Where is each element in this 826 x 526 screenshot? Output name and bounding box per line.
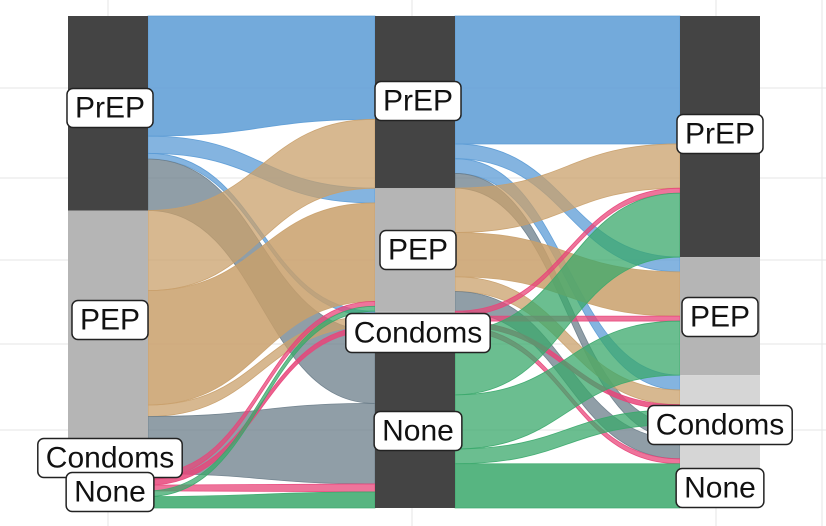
label-box — [675, 467, 765, 509]
label-box — [379, 229, 457, 271]
label-box — [65, 471, 155, 513]
label-text: None — [382, 415, 454, 448]
label-text: None — [684, 472, 756, 505]
label-text: PEP — [80, 304, 140, 337]
label-1-prep: PrEP — [374, 80, 462, 122]
label-box — [647, 404, 793, 446]
flow-bands — [147, 15, 681, 509]
label-text: Condoms — [656, 409, 784, 442]
flow-1-prep-to-prep — [454, 15, 681, 145]
label-1-condoms: Condoms — [345, 312, 491, 354]
label-box — [373, 410, 463, 452]
label-1-pep: PEP — [379, 229, 457, 271]
node-labels: PrEPPEPCondomsNonePrEPPEPCondomsNonePrEP… — [37, 80, 793, 513]
label-box — [676, 113, 764, 155]
label-0-pep: PEP — [71, 299, 149, 341]
label-0-none: None — [65, 471, 155, 513]
label-box — [374, 80, 462, 122]
flow-0-pep-to-prep — [147, 118, 376, 292]
label-text: PEP — [690, 301, 750, 334]
label-2-condoms: Condoms — [647, 404, 793, 446]
label-text: PEP — [388, 234, 448, 267]
flow-0-prep-to-prep — [147, 15, 376, 137]
label-box — [681, 296, 759, 338]
flow-0-none-to-none — [147, 491, 376, 509]
label-2-pep: PEP — [681, 296, 759, 338]
label-text: None — [74, 476, 146, 509]
label-text: PrEP — [685, 118, 755, 151]
label-2-none: None — [675, 467, 765, 509]
flow-1-none-to-none — [454, 463, 681, 509]
label-0-prep: PrEP — [66, 87, 154, 129]
label-box — [66, 87, 154, 129]
label-box — [345, 312, 491, 354]
label-text: Condoms — [46, 442, 174, 475]
node-0-pep — [68, 210, 148, 474]
label-2-prep: PrEP — [676, 113, 764, 155]
label-text: PrEP — [383, 85, 453, 118]
label-1-none: None — [373, 410, 463, 452]
label-box — [71, 299, 149, 341]
label-text: PrEP — [75, 92, 145, 125]
label-0-condoms: Condoms — [37, 437, 183, 479]
label-text: Condoms — [354, 317, 482, 350]
